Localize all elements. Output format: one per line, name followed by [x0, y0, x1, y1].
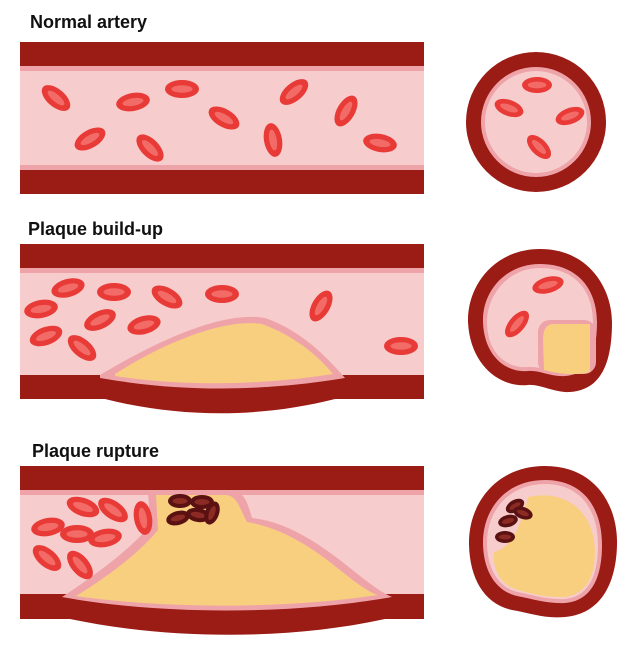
- plaque-deposit: [115, 323, 333, 384]
- normal-artery-cross-section: [466, 52, 606, 192]
- red-blood-cell-icon: [526, 134, 552, 160]
- blood-clot-icon: [204, 501, 220, 525]
- normal-artery-longitudinal: [20, 42, 424, 194]
- blood-clot-icon: [166, 510, 190, 526]
- red-blood-cell-icon: [334, 95, 358, 127]
- lower-vessel-wall: [20, 375, 424, 414]
- normal-artery-title: Normal artery: [30, 12, 148, 32]
- upper-vessel-wall: [20, 244, 424, 268]
- red-blood-cell-icon: [133, 501, 153, 535]
- red-blood-cell-icon: [98, 497, 128, 523]
- red-blood-cell-icon: [41, 85, 71, 111]
- red-blood-cell-icon: [208, 106, 240, 130]
- buildup-artery-longitudinal: [20, 244, 424, 414]
- red-blood-cells: [41, 79, 397, 162]
- upper-vessel-wall: [20, 42, 424, 66]
- red-blood-cell-icon: [116, 92, 150, 112]
- red-blood-cell-icon: [29, 325, 63, 347]
- blood-clot: [495, 498, 533, 543]
- red-blood-cell-icon: [505, 310, 529, 338]
- red-blood-cell-icon: [555, 106, 585, 126]
- red-blood-cells: [24, 278, 418, 361]
- red-blood-cell-icon: [31, 517, 65, 537]
- red-blood-cell-icon: [84, 309, 116, 331]
- red-blood-cell-icon: [74, 127, 106, 151]
- cross-section-lumen: [485, 71, 587, 173]
- rupture-artery-cross-section: [468, 466, 618, 618]
- buildup-artery-cross-section: [467, 249, 612, 393]
- plaque-deposit: [543, 324, 590, 375]
- red-blood-cell-icon: [532, 276, 564, 294]
- blood-clot-icon: [168, 494, 192, 508]
- red-blood-cell-icon: [205, 285, 239, 303]
- red-blood-cell-icon: [51, 278, 85, 298]
- red-blood-cell-icon: [384, 337, 418, 355]
- red-blood-cell-icon: [127, 315, 161, 335]
- red-blood-cell-icon: [32, 545, 62, 571]
- red-blood-cell-icon: [151, 285, 183, 309]
- red-blood-cell-icon: [97, 283, 131, 301]
- plaque-buildup-title: Plaque build-up: [28, 219, 163, 239]
- blood-clot-icon: [513, 506, 533, 520]
- blood-clot-icon: [498, 514, 518, 528]
- red-blood-cell-icon: [494, 98, 524, 118]
- red-blood-cell-icon: [60, 525, 94, 543]
- red-blood-cell-icon: [279, 79, 309, 105]
- plaque-rupture-title: Plaque rupture: [32, 441, 160, 461]
- rupture-artery-longitudinal: [20, 466, 424, 635]
- red-blood-cells: [31, 496, 153, 580]
- red-blood-cell-icon: [522, 77, 552, 93]
- blood-clot-icon: [186, 507, 210, 523]
- blood-clot-icon: [190, 495, 214, 509]
- upper-vessel-wall: [20, 466, 424, 490]
- plaque-deposit: [493, 495, 595, 598]
- red-blood-cell-icon: [309, 290, 333, 322]
- red-blood-cell-icon: [136, 134, 164, 162]
- red-blood-cell-icon: [88, 528, 122, 548]
- red-blood-cells: [494, 77, 585, 160]
- lower-vessel-wall: [20, 170, 424, 194]
- red-blood-cell-icon: [66, 496, 100, 518]
- red-blood-cell-icon: [24, 299, 58, 319]
- red-blood-cells: [505, 276, 564, 338]
- blood-clot-icon: [495, 531, 515, 543]
- red-blood-cell-icon: [263, 123, 283, 157]
- red-blood-cell-icon: [363, 133, 397, 153]
- blood-clot: [166, 494, 220, 526]
- red-blood-cell-icon: [67, 550, 93, 580]
- red-blood-cell-icon: [67, 335, 97, 361]
- red-blood-cell-icon: [165, 80, 199, 98]
- plaque-deposit: [76, 495, 378, 606]
